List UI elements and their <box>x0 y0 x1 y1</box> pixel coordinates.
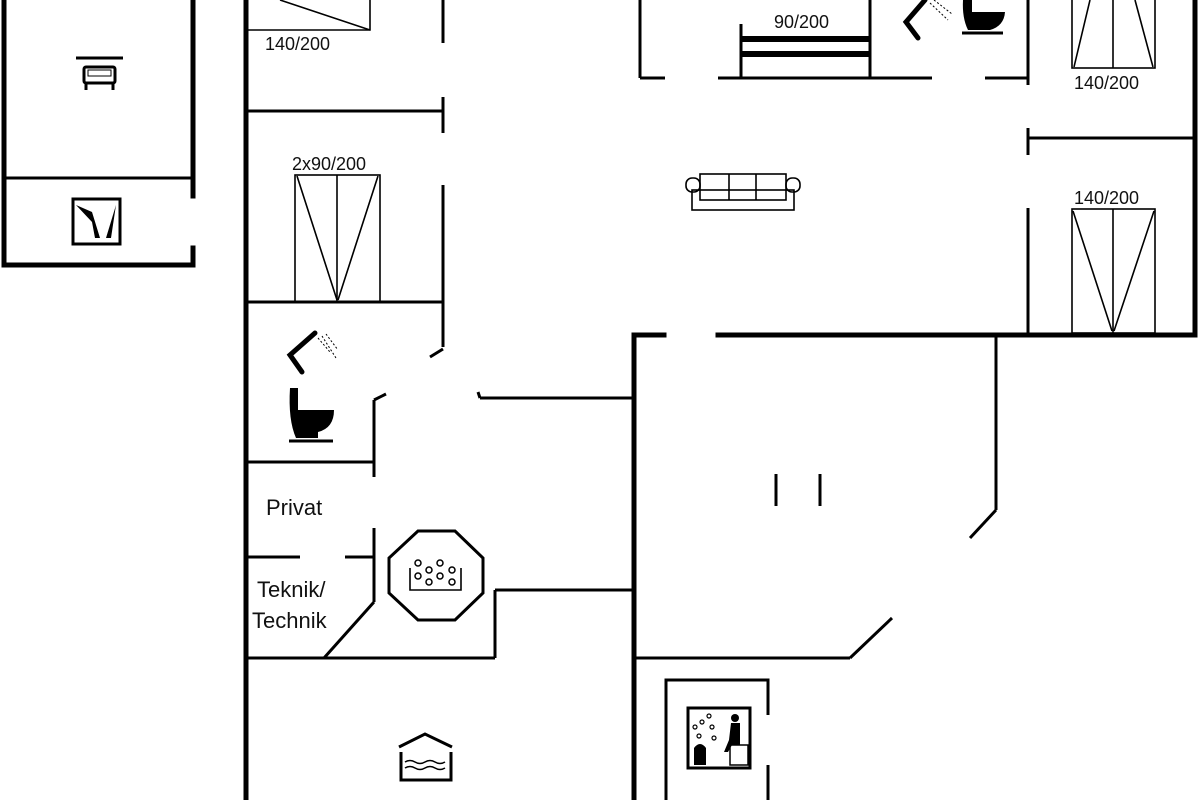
bed-top-left <box>248 0 371 31</box>
bed-size-label: 140/200 <box>1074 188 1139 208</box>
carport-building <box>1 0 196 268</box>
toilet-icon <box>962 0 1005 35</box>
sauna-icon <box>686 706 752 770</box>
pool-icon <box>398 732 453 782</box>
room-label-private: Privat <box>266 495 322 520</box>
bed-right-middle <box>1071 208 1156 334</box>
toilet-icon <box>289 388 334 443</box>
sofa-icon <box>685 173 801 211</box>
room-label-technical: Technik <box>252 608 328 633</box>
bed-top-right <box>1071 0 1156 69</box>
bed-size-label: 140/200 <box>265 34 330 54</box>
washing-machine-icon <box>71 197 122 246</box>
whirlpool-icon <box>387 529 485 622</box>
bed-size-label: 140/200 <box>1074 73 1139 93</box>
bed-twin <box>294 174 381 303</box>
bed-size-label: 90/200 <box>774 12 829 32</box>
bed-top-middle <box>739 24 870 78</box>
bed-size-label: 2x90/200 <box>292 154 366 174</box>
carport-icon <box>76 56 123 90</box>
shower-icon <box>902 0 953 41</box>
walls <box>243 0 1198 800</box>
room-label-technical: Teknik/ <box>257 577 326 602</box>
shower-icon <box>286 330 339 375</box>
